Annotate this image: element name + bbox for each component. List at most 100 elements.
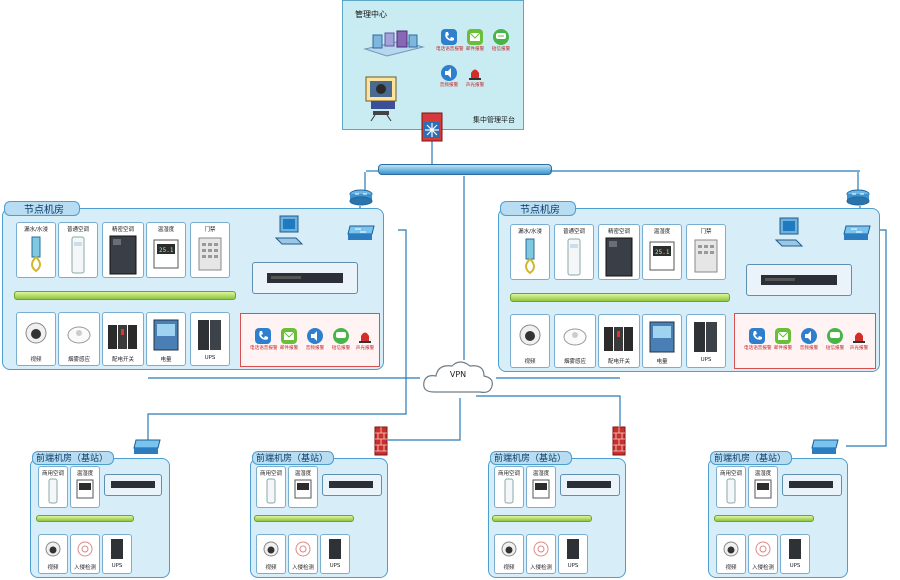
mail-icon: 邮件报警	[774, 328, 792, 351]
monitoring-host-rack	[252, 262, 358, 294]
temp-humidity-sensor: 温湿度 25.1	[642, 224, 682, 280]
node-room-title: 节点机房	[520, 205, 560, 216]
siren-icon: 声光报警	[356, 328, 374, 351]
intrusion-detector-device: 入侵检测	[526, 534, 556, 574]
access-control-device: 门禁	[686, 224, 726, 280]
monitoring-host-rack	[746, 264, 852, 296]
video-camera-device: 视频	[38, 534, 68, 574]
device-bus	[714, 515, 814, 522]
phone-icon: 电话语音报警	[744, 328, 772, 351]
front-room-tab	[490, 451, 572, 465]
ups-device: UPS	[190, 312, 230, 366]
power-meter-device: 电量	[642, 314, 682, 368]
ups-device: UPS	[320, 534, 350, 574]
intrusion-detector-device: 入侵检测	[748, 534, 778, 574]
power-meter-device: 电量	[146, 312, 186, 366]
commercial-ac-unit: 商用空调	[256, 466, 286, 508]
speaker-icon: 音频报警	[306, 328, 324, 351]
front-room-title: 前端机房（基站）	[256, 454, 329, 464]
front-room-tab	[252, 451, 334, 465]
sms-icon: 短信报警	[492, 29, 510, 52]
front-host-rack	[104, 474, 162, 496]
video-camera-device: 视频	[494, 534, 524, 574]
router-icon	[349, 188, 373, 206]
ups-device: UPS	[102, 534, 132, 574]
water-leak-sensor: 漏水/水浸	[510, 224, 550, 280]
switch-icon	[810, 438, 840, 456]
ups-device: UPS	[780, 534, 810, 574]
ups-device: UPS	[558, 534, 588, 574]
front-room-tab	[32, 451, 114, 465]
firewall-icon	[374, 426, 388, 456]
device-bus	[510, 293, 730, 302]
router-icon	[846, 188, 870, 206]
siren-icon: 声光报警	[466, 65, 484, 88]
sms-icon: 短信报警	[332, 328, 350, 351]
management-center-panel: 管理中心 电话语音报警 邮件报警	[342, 0, 524, 130]
device-bus	[36, 515, 134, 522]
speaker-icon: 音频报警	[800, 328, 818, 351]
precision-ac-unit: 精密空调	[598, 224, 640, 280]
backbone-bus	[378, 164, 552, 175]
water-leak-sensor: 漏水/水浸	[16, 222, 56, 278]
intrusion-detector-device: 入侵检测	[70, 534, 100, 574]
node-alarm-box: 电话语音报警 邮件报警 音频报警 短信报警 声光报警	[240, 313, 380, 367]
front-host-rack	[560, 474, 620, 496]
computer-icon	[274, 214, 304, 248]
commercial-ac-unit: 商用空调	[494, 466, 524, 508]
front-room-tab	[710, 451, 792, 465]
front-room-title: 前端机房（基站）	[494, 454, 567, 464]
ordinary-ac-unit: 普通空调	[554, 224, 594, 280]
smoke-detector-device: 烟雾感应	[554, 314, 596, 368]
server-cluster-icon	[361, 29, 425, 57]
node-alarm-box: 电话语音报警 邮件报警 音频报警 短信报警 声光报警	[734, 313, 876, 369]
svg-text:25.1: 25.1	[655, 249, 670, 256]
video-camera-device: 视频	[256, 534, 286, 574]
operator-workstation-icon	[363, 75, 403, 123]
speaker-icon: 音频报警	[440, 65, 458, 88]
access-control-device: 门禁	[190, 222, 230, 278]
phone-icon: 电话语音报警	[250, 328, 278, 351]
mail-icon: 邮件报警	[466, 29, 484, 52]
video-camera-device: 视频	[510, 314, 550, 368]
vpn-cloud: VPN	[420, 356, 496, 400]
front-host-rack	[782, 474, 842, 496]
device-bus	[492, 515, 592, 522]
node-room-title: 节点机房	[24, 205, 64, 216]
ordinary-ac-unit: 普通空调	[58, 222, 98, 278]
switch-icon	[346, 224, 376, 242]
switch-icon	[132, 438, 162, 456]
firewall-icon	[612, 426, 626, 456]
sms-icon: 短信报警	[826, 328, 844, 351]
management-center-title: 管理中心	[355, 10, 387, 19]
front-room-title: 前端机房（基站）	[36, 454, 109, 464]
temp-humidity-sensor: 温湿度	[288, 466, 318, 508]
computer-icon	[774, 216, 804, 250]
power-switch-device: 配电开关	[102, 312, 144, 366]
temp-humidity-sensor: 温湿度 25.1	[146, 222, 186, 278]
core-switch-icon	[421, 112, 443, 142]
device-bus	[254, 515, 354, 522]
video-camera-device: 视频	[16, 312, 56, 366]
node-room-tab	[4, 201, 80, 216]
backbone-extension	[366, 170, 860, 172]
commercial-ac-unit: 商用空调	[38, 466, 68, 508]
vpn-label: VPN	[449, 370, 467, 379]
phone-icon: 电话语音报警	[436, 29, 464, 52]
power-switch-device: 配电开关	[598, 314, 640, 368]
node-room-tab	[500, 201, 576, 216]
front-host-rack	[322, 474, 382, 496]
platform-label: 集中管理平台	[473, 116, 515, 124]
device-bus	[14, 291, 236, 300]
smoke-detector-device: 烟雾感应	[58, 312, 100, 366]
temp-humidity-sensor: 温湿度	[526, 466, 556, 508]
temp-humidity-sensor: 温湿度	[70, 466, 100, 508]
precision-ac-unit: 精密空调	[102, 222, 144, 278]
mgmt-alarm-group: 电话语音报警 邮件报警 短信报警 音频报警 声光报警	[436, 29, 519, 99]
commercial-ac-unit: 商用空调	[716, 466, 746, 508]
mail-icon: 邮件报警	[280, 328, 298, 351]
switch-icon	[842, 224, 872, 242]
video-camera-device: 视频	[716, 534, 746, 574]
svg-text:25.1: 25.1	[159, 247, 174, 254]
ups-device: UPS	[686, 314, 726, 368]
